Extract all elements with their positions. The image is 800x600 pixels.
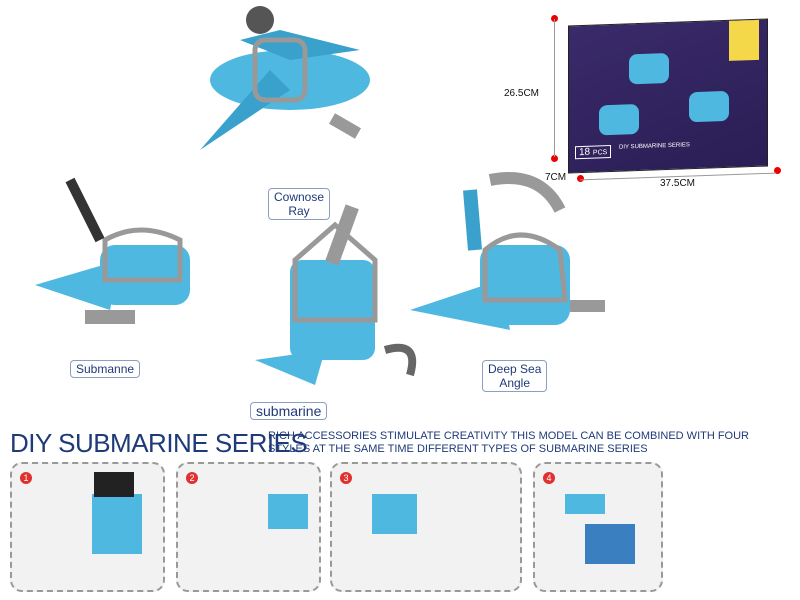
step-number: 2 [186, 472, 198, 484]
cownose-ray-model [200, 6, 370, 150]
step-parts-image [94, 472, 134, 497]
box-height-label: 26.5CM [504, 88, 540, 99]
dimension-line [554, 19, 555, 157]
model-label-submarine: submarine [250, 402, 328, 420]
model-label-submanne: Submanne [70, 360, 141, 378]
submanne-model [35, 177, 190, 324]
pieces-count: 18 [579, 146, 591, 159]
box-model-image [629, 52, 669, 85]
dimension-marker [551, 155, 558, 162]
product-box: 18 PCS DIY SUBMARINE SERIES [568, 18, 768, 174]
step-number: 3 [340, 472, 352, 484]
step-parts-image [372, 494, 417, 534]
box-model-image [689, 90, 729, 123]
step-parts-image [92, 494, 142, 554]
step-parts-image [585, 524, 635, 564]
pieces-badge: 18 PCS [575, 144, 612, 160]
assembly-step-1: 1 [10, 462, 165, 592]
submarine-model [255, 204, 417, 385]
box-series-text: DIY SUBMARINE SERIES [619, 142, 690, 151]
series-title: DIY SUBMARINE SERIES [10, 428, 308, 458]
model-label-cownose-ray: Cownose Ray [268, 188, 331, 220]
step-parts-image [565, 494, 605, 514]
series-description: RICH ACCESSORIES STIMULATE CREATIVITY TH… [268, 430, 750, 455]
step-number: 1 [20, 472, 32, 484]
box-width-label: 37.5CM [660, 178, 696, 189]
box-depth-label: 7CM [545, 172, 567, 183]
dimension-marker [551, 15, 558, 22]
box-model-image [599, 104, 639, 136]
box-badge [729, 19, 759, 61]
assembly-step-2: 2 [176, 462, 321, 592]
dimension-marker [774, 167, 781, 174]
step-parts-image [268, 494, 308, 529]
pieces-unit: PCS [592, 149, 608, 157]
assembly-step-3: 3 [330, 462, 522, 592]
step-number: 4 [543, 472, 555, 484]
deep-sea-angle-model [410, 172, 605, 330]
assembly-step-4: 4 [533, 462, 663, 592]
model-label-deep-sea-angle: Deep Sea Angle [482, 360, 548, 392]
